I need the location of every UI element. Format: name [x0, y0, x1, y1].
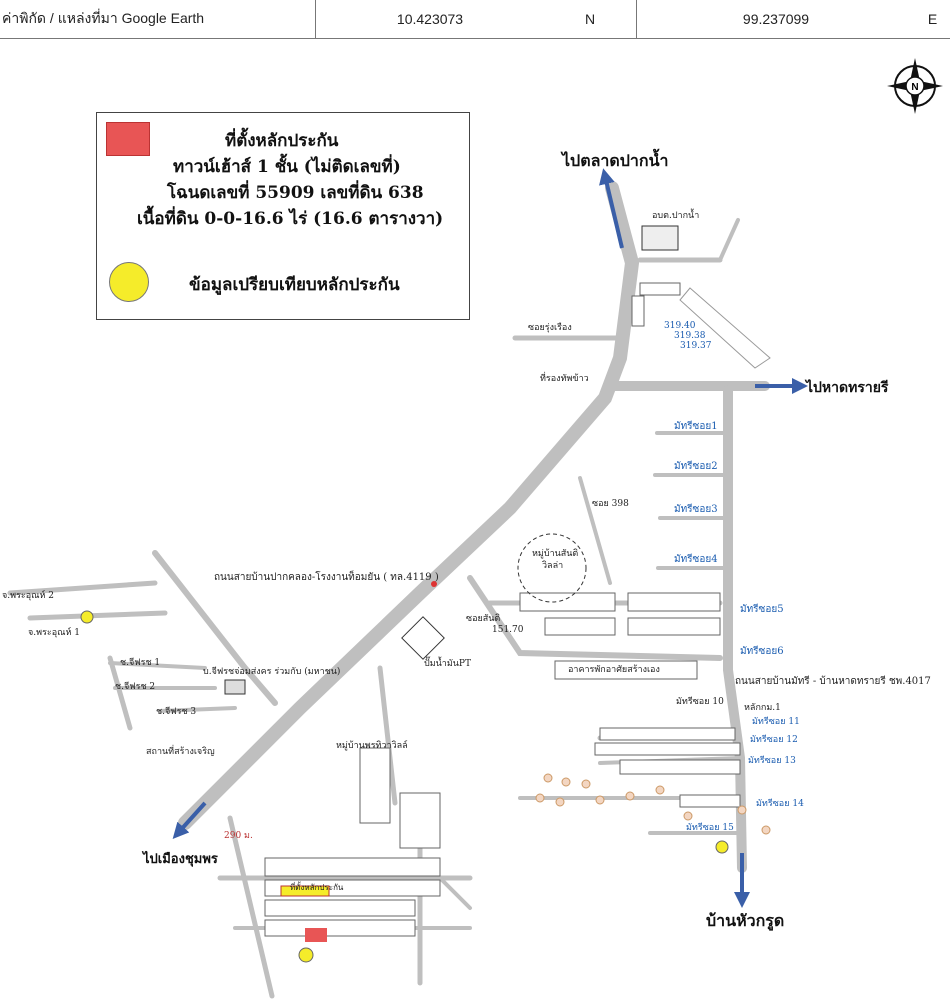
- road-north-spur: [718, 218, 740, 262]
- map-label: ที่รองทัพข้าว: [540, 371, 589, 384]
- subject-property-swatch: [106, 122, 150, 156]
- factory-building: [224, 679, 246, 695]
- main-highway: [178, 181, 640, 830]
- map-label: 319.37: [680, 341, 712, 351]
- fuel-point-red: [431, 581, 437, 587]
- legend-deed-number: โฉนดเลขที่ 55909 เลขที่ดิน 638: [167, 183, 424, 203]
- map-label: อบต.ปากน้ำ: [652, 208, 699, 221]
- map-label: หลักกม.1: [744, 703, 781, 713]
- government-office: [641, 225, 679, 251]
- map-label: ช.จีฟรช 3: [156, 706, 196, 717]
- diagonal-housing: [679, 287, 771, 369]
- map-label: ไปหาดทรายรี: [804, 378, 889, 396]
- map-label: มัทรีซอย5: [740, 603, 784, 615]
- map-label: มัทรีซอย 11: [752, 716, 800, 727]
- map-label: มัทรีซอย 14: [756, 798, 804, 809]
- property-markers: [80, 581, 729, 963]
- map-label: บ้านหัวกรูด: [706, 911, 784, 932]
- map-label: 319.38: [674, 331, 706, 341]
- map-label: ถนนสายบ้านมัทรี - บ้านหาดทรายรี ชพ.4017: [735, 675, 931, 687]
- housing-blocks: [264, 282, 741, 937]
- map-label: 290 ม.: [224, 831, 253, 841]
- map-label: จ.พระอุณห์ 1: [28, 626, 80, 638]
- map-label: มัทรีซอย6: [740, 645, 784, 657]
- road-west-2: [7, 580, 158, 596]
- arrow-southwest: [172, 801, 207, 839]
- legend-property-type: ทาวน์เฮ้าส์ 1 ชั้น (ไม่ติดเลขที่): [173, 157, 401, 177]
- map-label: หมู่บ้านสันติ: [532, 548, 578, 559]
- road-sub-diag: [438, 876, 472, 910]
- map-label: บ.จีฟรชจ่อมส่งคร ร่วมกับ (มหาชน): [203, 666, 340, 677]
- pt-gas-station: [401, 616, 445, 660]
- map-label: สถานที่สร้างเจริญ: [146, 744, 215, 757]
- direction-arrows: [172, 168, 808, 908]
- comparable-marker-1: [298, 947, 314, 963]
- latitude-value: 10.423073: [396, 11, 464, 27]
- coordinate-header: ค่าพิกัด / แหล่งที่มา Google Earth 10.42…: [0, 0, 950, 39]
- map-label: หมู่บ้านพรทิวาวิลล์: [336, 739, 408, 751]
- longitude-direction: E: [927, 11, 938, 27]
- map-label: มัทรีซอย1: [674, 420, 718, 432]
- legend-comparable-label: ข้อมูลเปรียบเทียบหลักประกัน: [189, 275, 400, 295]
- legend-land-area: เนื้อที่ดิน 0-0-16.6 ไร่ (16.6 ตารางวา): [137, 209, 444, 229]
- subject-property-lot: [305, 928, 327, 942]
- latitude-direction: N: [544, 0, 637, 38]
- road-west-3: [27, 610, 168, 621]
- map-label: ซอย 398: [592, 499, 629, 509]
- map-label: มัทรีซอย 13: [748, 755, 796, 766]
- road-west-5: [108, 661, 207, 670]
- map-label: ปั๊มน้ำมันPT: [424, 656, 471, 669]
- santi-villa-boundary: [517, 533, 587, 603]
- map-label: มัทรีซอย3: [674, 503, 718, 515]
- coordinate-source-label: ค่าพิกัด / แหล่งที่มา Google Earth: [0, 0, 316, 38]
- road-398: [578, 476, 612, 585]
- road-mid-south: [377, 665, 398, 806]
- legend-title: ที่ตั้งหลักประกัน: [225, 131, 339, 151]
- map-label: อาคารพักอาศัยสร้างเอง: [568, 664, 660, 675]
- landmarks: [224, 225, 679, 695]
- comparable-marker-2: [80, 610, 94, 624]
- map-label: มัทรีซอย 10: [676, 696, 724, 707]
- longitude-value: 99.237099: [742, 11, 810, 27]
- map-label: ถนนสายบ้านปากคลอง-โรงงานท็อมยัน ( ทล.411…: [214, 569, 439, 583]
- comparable-swatch: [109, 262, 149, 302]
- road-west-1: [152, 550, 278, 706]
- map-label: ช.จีฟรช 2: [115, 681, 155, 692]
- map-label: 151.70: [492, 625, 524, 635]
- compass-north-letter: N: [911, 82, 918, 93]
- scattered-buildings: [535, 773, 771, 835]
- arrow-north: [599, 168, 624, 249]
- map-label: 319.40: [664, 321, 696, 331]
- road-sub-south: [227, 815, 275, 999]
- map-label: มัทรีซอย2: [674, 460, 718, 472]
- map-label: ซอยรุ่งเรือง: [528, 322, 572, 333]
- map-label: วิลล่า: [542, 560, 563, 571]
- comparable-marker-3: [715, 840, 729, 854]
- road-west-4: [107, 655, 133, 731]
- subject-property-marker: [280, 885, 330, 897]
- map-label: ช.จีฟรช 1: [120, 657, 160, 668]
- road-santi: [467, 575, 723, 661]
- map-label: จ.พระอุณห์ 2: [2, 589, 54, 601]
- map-label: ที่ตั้งหลักประกัน: [290, 881, 344, 892]
- road-west-7: [158, 706, 237, 713]
- map-label: มัทรีซอย 12: [750, 734, 798, 745]
- map-label: ไปตลาดปากน้ำ: [560, 148, 669, 170]
- map-label: ไปเมืองชุมพร: [141, 850, 218, 867]
- map-label: มัทรีซอย4: [674, 553, 718, 565]
- map-legend: ที่ตั้งหลักประกัน ทาวน์เฮ้าส์ 1 ชั้น (ไม…: [96, 112, 470, 320]
- map-label: ซอยสันติ: [466, 613, 500, 624]
- map-label: มัทรีซอย 15: [686, 822, 734, 833]
- compass: N: [887, 58, 943, 114]
